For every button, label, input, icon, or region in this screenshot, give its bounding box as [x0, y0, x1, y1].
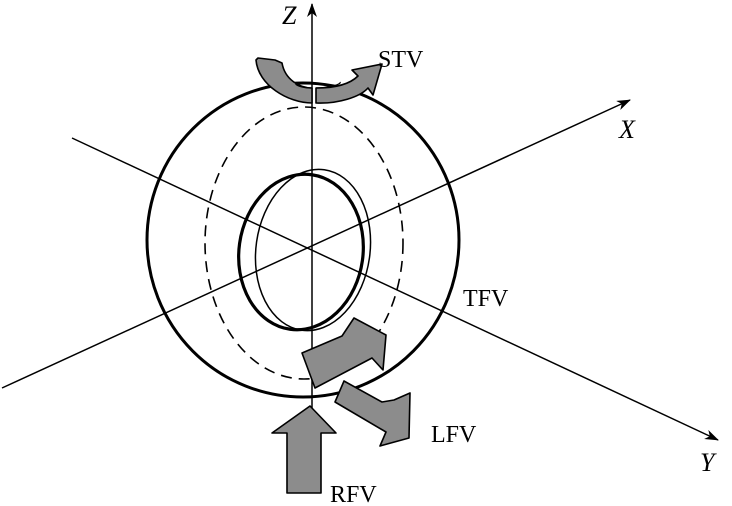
tfv-label: TFV [463, 286, 509, 312]
tire-dashed-circle [204, 106, 404, 380]
lfv-arrow [334, 380, 411, 447]
stv-label: STV [378, 47, 424, 73]
x-axis-label: X [618, 115, 636, 144]
lfv-label: LFV [431, 422, 477, 448]
y-axis-label: Y [700, 448, 717, 477]
rim-thick-ellipse [237, 172, 365, 332]
tfv-arrow [301, 317, 387, 389]
x-axis [1, 99, 631, 389]
y-axis [71, 137, 719, 441]
z-axis-label: Z [282, 1, 297, 30]
rfv-arrow [271, 405, 337, 494]
tire-outer-circle [145, 81, 461, 399]
stv-arrow [255, 57, 383, 104]
rfv-label: RFV [330, 482, 377, 506]
